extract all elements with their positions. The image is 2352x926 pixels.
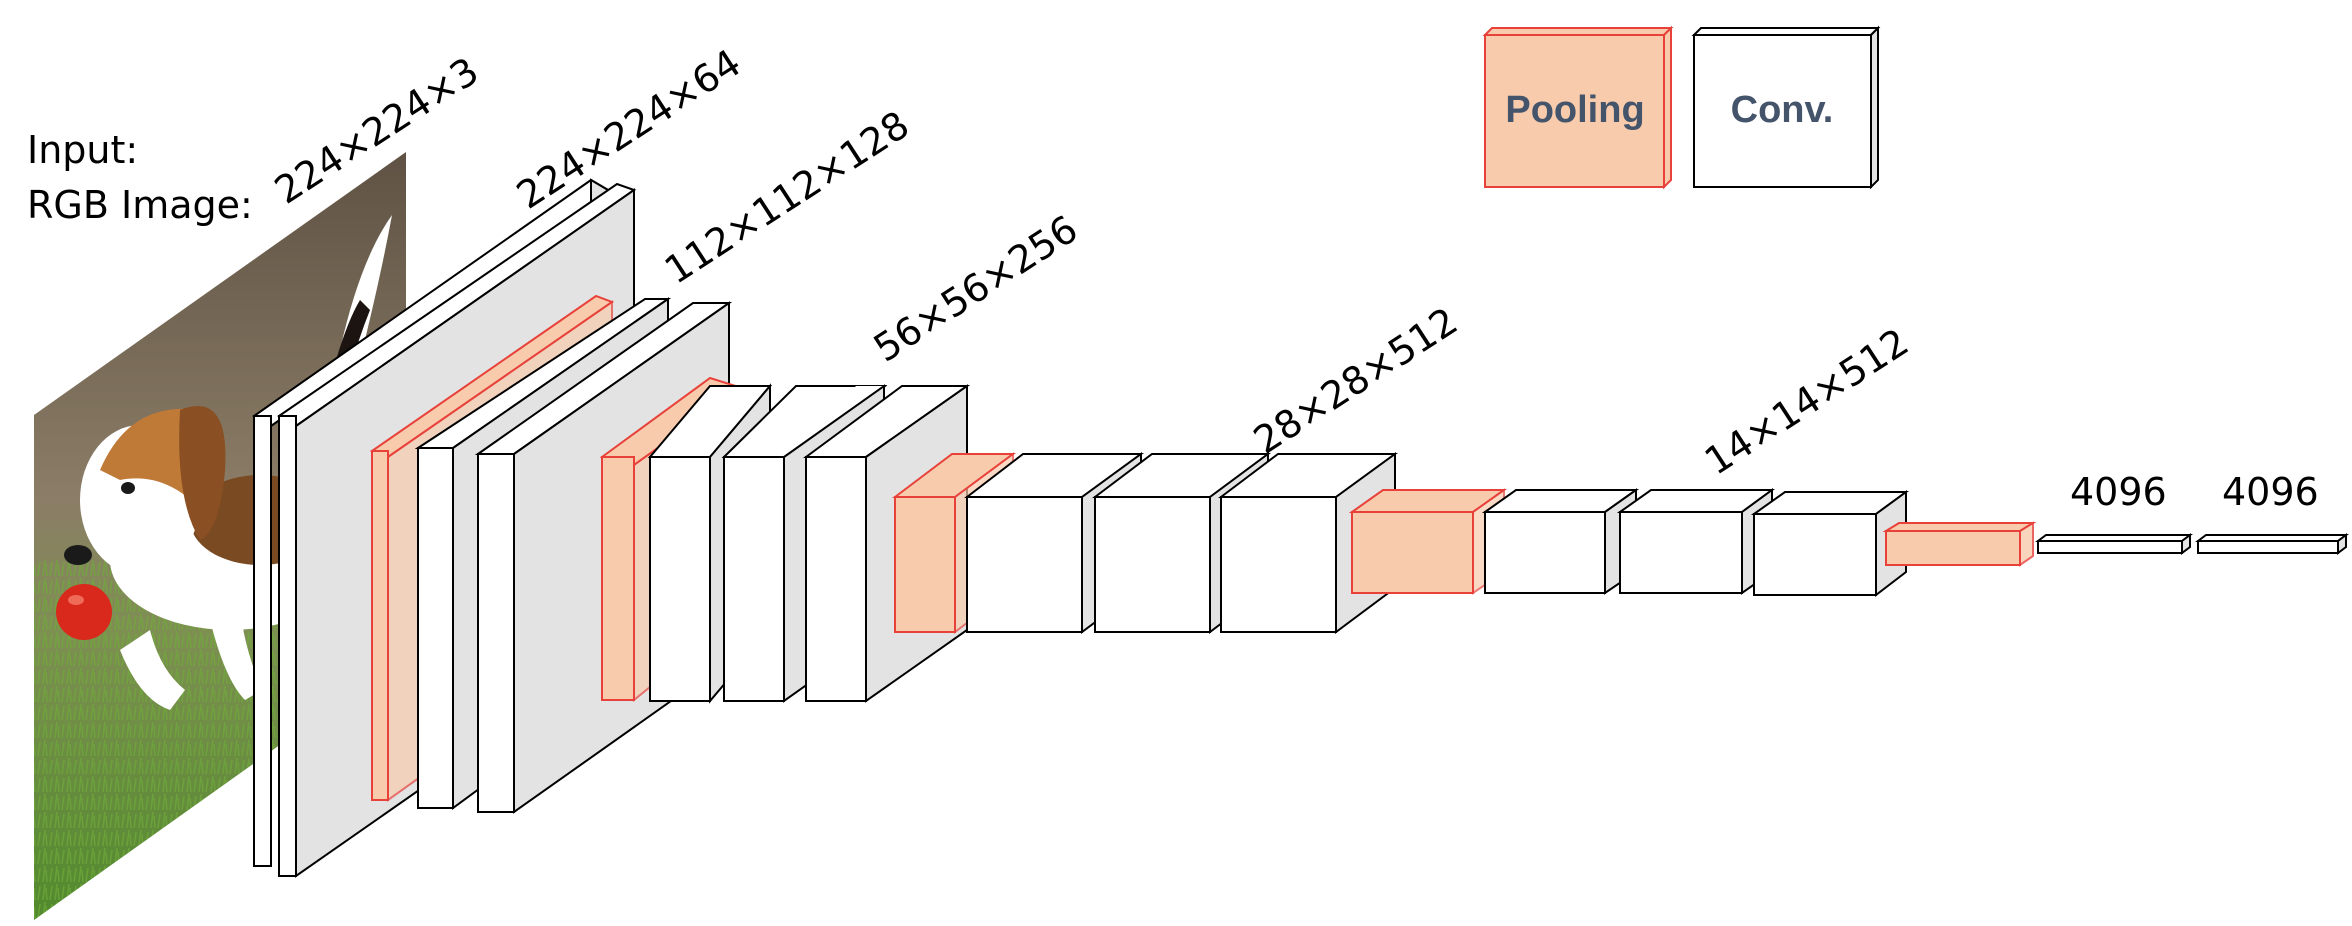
- dim-label-fc1: 4096: [2070, 470, 2167, 514]
- legend: Pooling Conv.: [1482, 25, 1881, 190]
- input-label-line1: Input:: [27, 128, 138, 172]
- legend-conv: Conv.: [1691, 25, 1881, 190]
- conv-layer-block5-c: [1750, 490, 1910, 598]
- legend-conv-label: Conv.: [1731, 89, 1834, 131]
- legend-pooling-label: Pooling: [1505, 89, 1644, 131]
- dim-label-block2: 112×112×128: [657, 102, 917, 292]
- legend-pooling: Pooling: [1482, 25, 1674, 190]
- fc-layer-1: [2035, 533, 2193, 555]
- dim-label-block5: 14×14×512: [1697, 320, 1916, 484]
- dim-label-block3: 56×56×256: [866, 207, 1085, 371]
- conv-layer-block5-a: [1481, 488, 1640, 595]
- pooling-layer-4: [1348, 488, 1508, 595]
- dim-label-fc2: 4096: [2222, 470, 2319, 514]
- fc-layer-2: [2195, 533, 2349, 555]
- pooling-layer-5: [1882, 521, 2037, 567]
- dim-label-block4: 28×28×512: [1246, 299, 1465, 463]
- conv-layer-block5-b: [1616, 488, 1776, 595]
- input-label-line2: RGB Image:: [27, 183, 253, 227]
- network-layers: [252, 178, 2349, 878]
